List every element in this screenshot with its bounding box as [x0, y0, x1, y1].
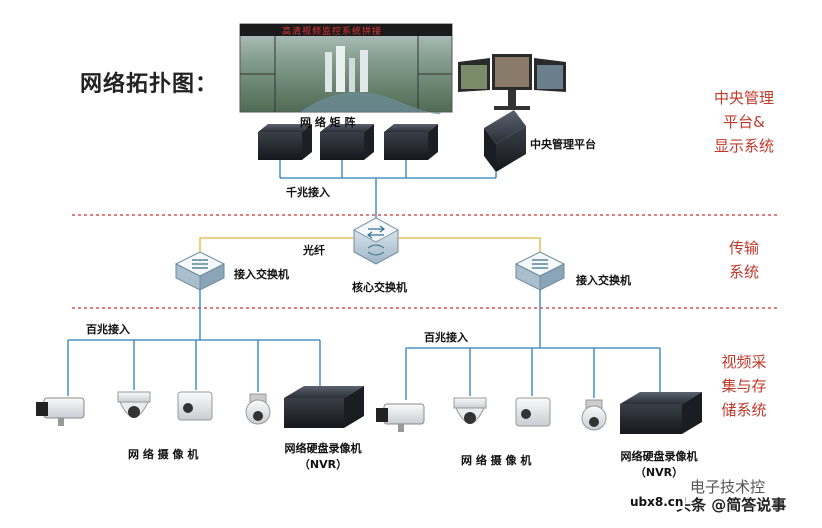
ptz-camera-left: [245, 393, 271, 425]
bullet-camera-right: [515, 397, 551, 427]
label-nvr-left: 网络硬盘录像机 （NVR）: [280, 440, 366, 472]
section-capture: 视频采 集与存 储系统: [721, 353, 767, 419]
label-nvr-left-line1: 网络硬盘录像机: [284, 442, 362, 455]
fast-ethernet-wiring-left: [67, 290, 321, 396]
label-nvr-left-line2: （NVR）: [298, 458, 348, 471]
label-fast-ethernet-right: 百兆接入: [424, 331, 468, 344]
label-access-switch-right: 接入交换机: [576, 274, 631, 287]
core-switch: [353, 217, 399, 265]
watermark-line2: 头条 @简答说事: [676, 496, 787, 514]
label-cameras-left: 网 络 摄 像 机: [128, 448, 199, 461]
label-fiber: 光纤: [303, 244, 325, 257]
page-title: 网络拓扑图：: [80, 72, 219, 97]
label-nvr-right-line2: （NVR）: [634, 466, 684, 479]
access-switch-right: [514, 251, 566, 291]
label-nvr-right-line1: 网络硬盘录像机: [620, 450, 698, 463]
central-server: [484, 110, 526, 172]
label-nvr-right: 网络硬盘录像机 （NVR）: [616, 448, 702, 480]
label-gigabit-access: 千兆接入: [286, 186, 330, 199]
fast-ethernet-wiring-right: [405, 290, 661, 400]
label-fast-ethernet-left: 百兆接入: [86, 323, 130, 336]
watermark-line1: 电子技术控: [690, 478, 766, 496]
label-cameras-right: 网 络 摄 像 机: [461, 454, 532, 467]
video-wall-banner: 高清视频监控系统拼接: [282, 27, 383, 37]
label-central-platform: 中央管理平台: [530, 138, 596, 151]
nvr-right: [620, 392, 702, 434]
matrix-servers: [258, 124, 438, 160]
box-camera-right: [376, 403, 425, 432]
video-wall: [239, 23, 453, 115]
box-camera-left: [36, 397, 85, 426]
section-transmission: 传输 系统: [728, 239, 759, 281]
dome-camera-right: [453, 397, 487, 424]
nvr-left: [284, 386, 364, 428]
dome-camera-left: [117, 391, 151, 418]
label-network-matrix: 网 络 矩 阵: [300, 116, 356, 129]
fiber-links: [199, 237, 541, 258]
gigabit-wiring: [279, 160, 497, 222]
access-switch-left: [174, 251, 226, 291]
bullet-camera-left: [177, 391, 213, 421]
monitor-array: [458, 54, 566, 110]
ptz-camera-right: [581, 399, 607, 431]
label-core-switch: 核心交换机: [352, 281, 407, 294]
section-management: 中央管理 平台& 显示系统: [713, 89, 774, 155]
watermark-site: ubx8.cn: [628, 495, 686, 509]
label-access-switch-left: 接入交换机: [234, 268, 289, 281]
